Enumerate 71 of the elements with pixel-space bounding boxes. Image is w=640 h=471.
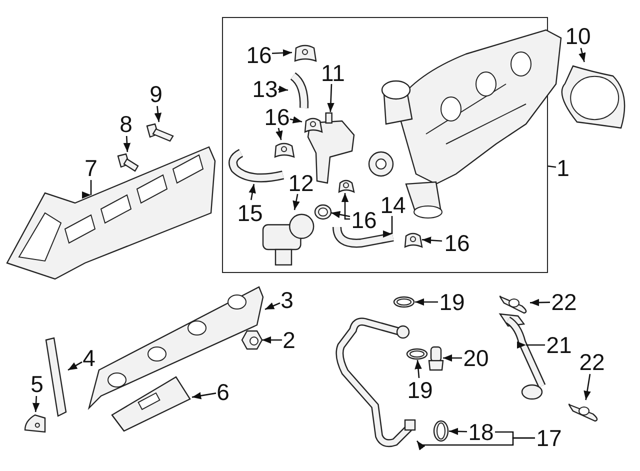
callout-number: 16 (351, 208, 377, 232)
clip-drawing (403, 231, 423, 249)
callout-number: 9 (147, 82, 165, 106)
leader-arrow (154, 106, 162, 122)
callout-number: 20 (462, 346, 490, 370)
leader-arrow (264, 302, 280, 310)
hose-drawing (289, 73, 309, 111)
leader-arrow (272, 49, 292, 57)
leader-arrow (32, 396, 40, 412)
seal-ring-drawing (433, 420, 449, 442)
leader-arrow (278, 86, 288, 93)
callout-number: 17 (535, 426, 563, 450)
callout-number: 21 (545, 333, 573, 357)
leader-arrow (262, 336, 282, 344)
callout-number: 19 (406, 378, 434, 402)
callout-number: 1 (556, 156, 570, 180)
callout-number: 13 (251, 77, 279, 101)
plate-drawing (23, 412, 47, 434)
leader-arrow (292, 194, 300, 210)
nut-drawing (242, 330, 262, 350)
bolt-drawing (429, 345, 443, 371)
leader-line (495, 431, 535, 439)
leader-arrow (276, 128, 283, 140)
callout-number: 15 (236, 201, 264, 225)
callout-number: 7 (84, 156, 98, 180)
callout-number: 22 (578, 350, 606, 374)
callout-number: 4 (82, 346, 96, 370)
bolt-drawing (116, 152, 140, 174)
bracket-drawing (44, 338, 68, 416)
callout-number: 11 (319, 61, 347, 85)
leader-arrow (123, 136, 131, 152)
leader-arrow (578, 48, 586, 62)
leader-arrow (192, 392, 216, 400)
leader-arrow (415, 298, 438, 306)
clip-drawing (273, 141, 295, 159)
callout-number: 14 (380, 193, 406, 217)
leader-arrow (414, 360, 422, 378)
seal-ring-drawing (393, 296, 415, 308)
clip-drawing (293, 43, 317, 63)
callout-number: 18 (467, 420, 495, 444)
seal-ring-drawing (406, 348, 428, 360)
bolt-drawing (145, 122, 175, 144)
leader-arrow (248, 184, 256, 200)
callout-number: 6 (216, 380, 230, 404)
leader-arrow (290, 116, 302, 124)
callout-number: 22 (550, 290, 578, 314)
callout-number: 12 (287, 171, 315, 195)
callout-number: 16 (245, 43, 273, 67)
leader-arrow (327, 84, 334, 112)
leader-arrow (584, 374, 591, 400)
washer-drawing (314, 204, 332, 220)
callout-number: 16 (263, 105, 291, 129)
heat-shield-drawing (110, 375, 192, 433)
callout-number: 5 (30, 372, 44, 396)
callout-number: 16 (443, 231, 471, 255)
leader-arrow (330, 210, 350, 218)
leader-arrow (443, 354, 462, 362)
callout-number: 8 (117, 112, 135, 136)
leader-line (548, 165, 556, 168)
callout-number: 10 (564, 24, 592, 48)
clip-drawing (337, 178, 355, 194)
callout-number: 3 (280, 288, 294, 312)
leader-arrow (448, 428, 468, 436)
callout-number: 2 (282, 328, 296, 352)
leader-arrow (68, 361, 82, 371)
leader-arrow (341, 193, 350, 220)
leader-arrow (422, 236, 442, 244)
callout-number: 19 (438, 290, 466, 314)
clip-drawing (303, 116, 323, 134)
leader-arrow (530, 298, 550, 306)
hose-drawing (229, 149, 287, 185)
